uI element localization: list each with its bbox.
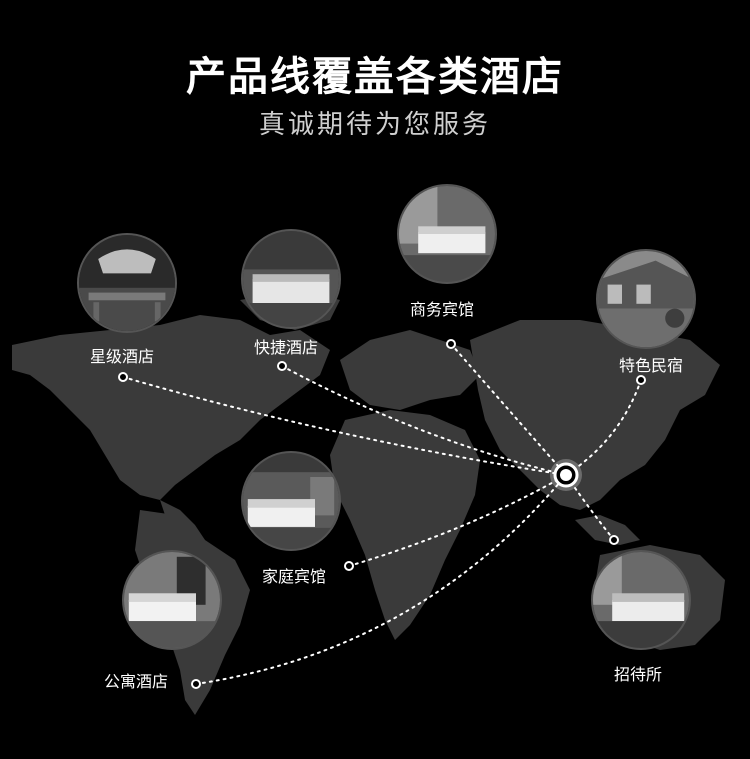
label-express-hotel: 快捷酒店	[254, 338, 319, 357]
label-guesthouse: 招待所	[614, 665, 663, 684]
map-north-america	[12, 315, 330, 500]
dot-guesthouse	[609, 535, 619, 545]
route-star	[122, 376, 567, 476]
route-family	[348, 474, 567, 567]
map-africa	[330, 410, 480, 640]
route-apartment	[195, 474, 567, 685]
photo-star-hotel	[77, 233, 177, 333]
label-business-hotel: 商务宾馆	[410, 300, 475, 319]
label-apartment-hotel: 公寓酒店	[104, 672, 169, 691]
dot-business	[446, 339, 456, 349]
page-subtitle: 真诚期待为您服务	[258, 110, 491, 140]
dot-apartment	[191, 679, 201, 689]
label-homestay: 特色民宿	[619, 356, 684, 375]
photo-express-hotel	[241, 229, 341, 329]
photo-guesthouse	[591, 550, 691, 650]
map-asia	[470, 320, 720, 510]
photo-family-hotel	[241, 451, 341, 551]
dot-family	[344, 561, 354, 571]
label-star-hotel: 星级酒店	[90, 347, 155, 366]
photo-apartment-hotel	[122, 550, 222, 650]
photo-business-hotel	[397, 184, 497, 284]
map-se-asia	[575, 515, 640, 545]
dot-homestay	[636, 375, 646, 385]
page-title: 产品线覆盖各类酒店	[186, 54, 564, 100]
route-guesthouse	[565, 474, 615, 541]
photo-homestay	[596, 249, 696, 349]
dot-express	[277, 361, 287, 371]
route-homestay	[565, 379, 642, 476]
label-family-hotel: 家庭宾馆	[262, 567, 327, 586]
dot-star	[118, 372, 128, 382]
route-express	[281, 365, 567, 476]
map-europe	[340, 330, 480, 410]
hub-marker	[550, 459, 582, 491]
